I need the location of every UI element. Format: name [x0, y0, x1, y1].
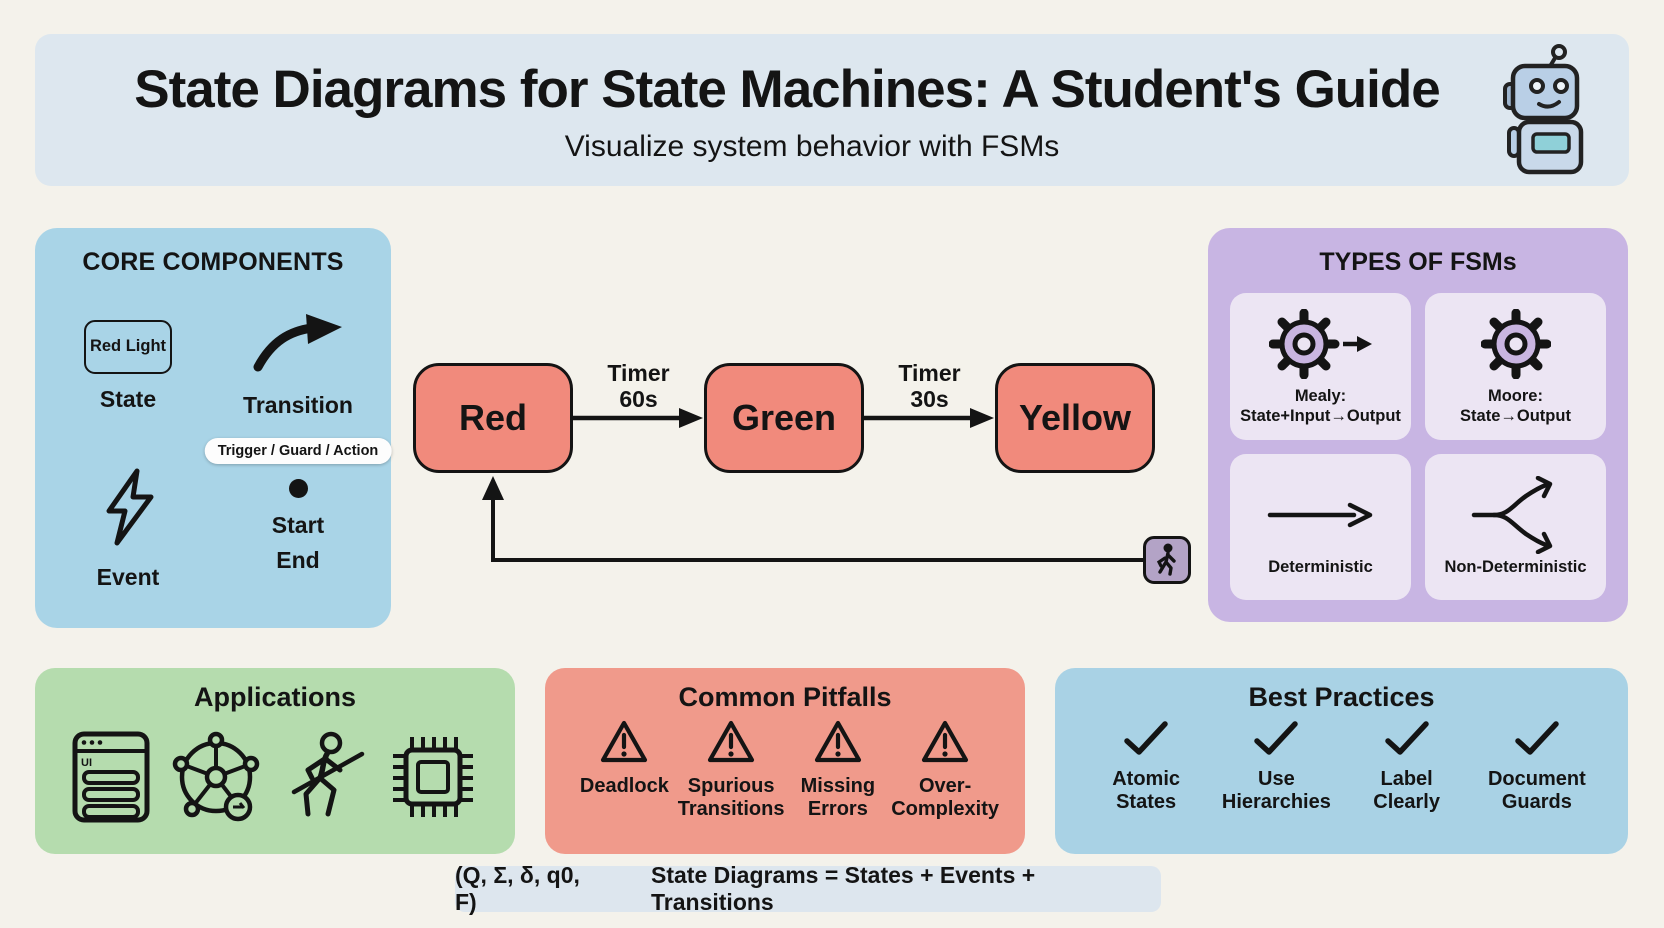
state-node-red: Red: [413, 363, 573, 473]
state-example-box: Red Light: [84, 319, 172, 374]
core-item-transition: Transition Trigger / Guard / Action: [204, 285, 392, 464]
lightning-bolt-icon: [97, 467, 159, 552]
transition-red-green-label: Timer 60s: [573, 361, 704, 412]
branching-arrows-icon: [1468, 475, 1564, 554]
fsm-card-moore: Moore: State→Output: [1425, 293, 1606, 440]
pitfall-item-deadlock: Deadlock: [571, 719, 678, 798]
core-item-start-end: Start End: [213, 448, 383, 611]
chip-icon: [387, 731, 479, 828]
checkmark-icon: [1383, 719, 1431, 762]
transition-label-line2: 30s: [910, 385, 949, 412]
applications-title: Applications: [193, 682, 356, 712]
practice-item-document-guards: Document Guards: [1478, 719, 1596, 814]
svg-text:UI: UI: [81, 757, 92, 769]
fsm-card-deterministic: Deterministic: [1230, 453, 1411, 600]
practice-item-use-hierarchies: Use Hierarchies: [1217, 719, 1335, 814]
arrow-right-icon: [573, 408, 703, 428]
network-icon: [170, 731, 262, 828]
page-subtitle: Visualize system behavior with FSMs: [564, 129, 1060, 163]
best-practices-panel: Best Practices Atomic States Use Hierarc…: [1055, 668, 1628, 854]
warning-triangle-icon: [813, 719, 863, 769]
end-label: End: [276, 547, 320, 574]
gear-icon: [1480, 305, 1551, 383]
header: State Diagrams for State Machines: A Stu…: [35, 34, 1629, 186]
core-item-event: Event: [43, 448, 213, 611]
pitfall-item-spurious-transitions: Spurious Transitions: [678, 719, 785, 821]
core-components-grid: Red Light State Transition Trigger / Gua…: [35, 277, 392, 628]
fsm-card-mealy-label: Mealy: State+Input→Output: [1240, 387, 1401, 426]
state-node-red-label: Red: [458, 397, 527, 438]
event-label: Event: [96, 563, 160, 590]
fsm-card-deterministic-label: Deterministic: [1268, 557, 1373, 576]
fsm-card-moore-label: Moore: State→Output: [1460, 387, 1571, 426]
robot-icon: [1497, 44, 1589, 181]
gear-arrow-icon: [1268, 305, 1373, 383]
checkmark-icon: [1122, 719, 1170, 762]
pitfall-item-over-complexity: Over- Complexity: [891, 719, 999, 821]
game-character-icon: [282, 730, 368, 829]
state-node-yellow: Yellow: [995, 363, 1155, 473]
fsm-card-mealy: Mealy: State+Input→Output: [1230, 293, 1411, 440]
state-label: State: [99, 385, 157, 412]
pedestrian-icon: [1143, 536, 1191, 584]
loop-back-arrow: [482, 476, 1143, 562]
arrow-right-icon: [864, 408, 994, 428]
best-practices-title: Best Practices: [1248, 682, 1435, 712]
traffic-light-state-diagram: Red Timer 60s Green Timer 30s Yellow: [413, 361, 1155, 473]
pitfall-item-missing-errors: Missing Errors: [784, 719, 891, 821]
fsm-card-nondeterministic-label: Non-Deterministic: [1444, 557, 1587, 576]
common-pitfalls-title: Common Pitfalls: [678, 682, 892, 712]
types-of-fsms-panel: TYPES OF FSMs Mealy:: [1208, 228, 1628, 622]
types-grid: Mealy: State+Input→Output Moore: [1208, 277, 1628, 622]
state-example-label: Red Light: [89, 337, 167, 356]
common-pitfalls-panel: Common Pitfalls Deadlock: [545, 668, 1025, 854]
footer-formula-bar: (Q, Σ, δ, q0, F) State Diagrams = States…: [455, 862, 1161, 915]
core-components-title: CORE COMPONENTS: [82, 248, 344, 276]
warning-triangle-icon: [706, 719, 756, 769]
transition-label-line2: 60s: [619, 385, 658, 412]
applications-panel: Applications UI: [35, 668, 515, 854]
state-node-green-label: Green: [731, 397, 837, 438]
curved-arrow-icon: [250, 313, 346, 380]
state-node-green: Green: [704, 363, 864, 473]
trigger-guard-action-pill: Trigger / Guard / Action: [204, 437, 392, 464]
warning-triangle-icon: [920, 719, 970, 769]
practice-item-atomic-states: Atomic States: [1087, 719, 1205, 814]
fsm-equation-text: State Diagrams = States + Events + Trans…: [651, 862, 1036, 915]
fsm-tuple-text: (Q, Σ, δ, q0, F): [455, 862, 580, 915]
transition-label: Transition: [243, 392, 353, 419]
transition-label-line1: Timer: [898, 360, 961, 387]
start-dot-icon: [288, 478, 308, 498]
best-practices-row: Atomic States Use Hierarchies Labe: [1055, 713, 1628, 854]
page-title: State Diagrams for State Machines: A Stu…: [134, 59, 1441, 119]
transition-red-green: Timer 60s: [573, 361, 704, 473]
transition-green-yellow: Timer 30s: [864, 361, 995, 473]
state-node-yellow-label: Yellow: [1018, 397, 1132, 438]
checkmark-icon: [1252, 719, 1300, 762]
types-of-fsms-title: TYPES OF FSMs: [1319, 248, 1517, 276]
core-item-state: Red Light State: [43, 285, 213, 448]
start-label: Start: [271, 511, 325, 538]
ui-window-icon: UI: [71, 730, 151, 829]
applications-icons-row: UI: [35, 713, 515, 854]
checkmark-icon: [1513, 719, 1561, 762]
practice-item-label-clearly: Label Clearly: [1348, 719, 1466, 814]
transition-green-yellow-label: Timer 30s: [864, 361, 995, 412]
warning-triangle-icon: [599, 719, 649, 769]
straight-arrow-icon: [1266, 476, 1376, 554]
fsm-card-nondeterministic: Non-Deterministic: [1425, 453, 1606, 600]
core-components-panel: CORE COMPONENTS Red Light State Transiti…: [35, 228, 392, 628]
common-pitfalls-row: Deadlock Spurious Transitions: [545, 713, 1025, 854]
transition-label-line1: Timer: [607, 360, 670, 387]
